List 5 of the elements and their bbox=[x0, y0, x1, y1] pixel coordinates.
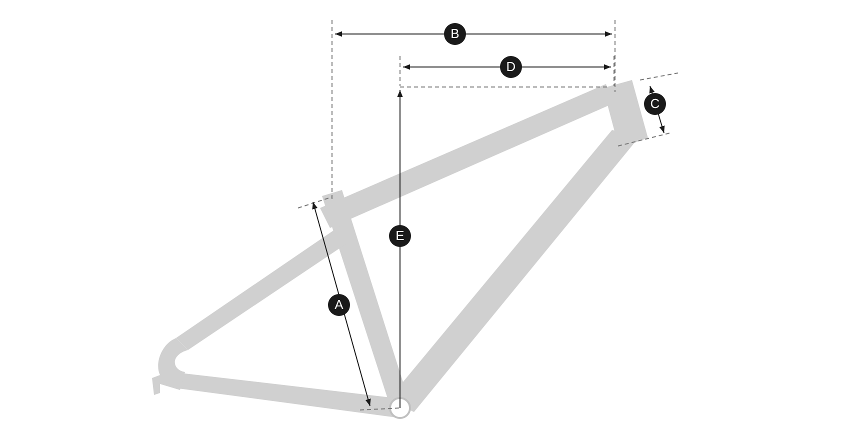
callout-letter: D bbox=[500, 56, 522, 78]
callout-letter: B bbox=[444, 23, 466, 45]
callout-letter: A bbox=[328, 294, 350, 316]
callout-letter: E bbox=[389, 225, 411, 247]
callout-letter: C bbox=[644, 93, 666, 115]
